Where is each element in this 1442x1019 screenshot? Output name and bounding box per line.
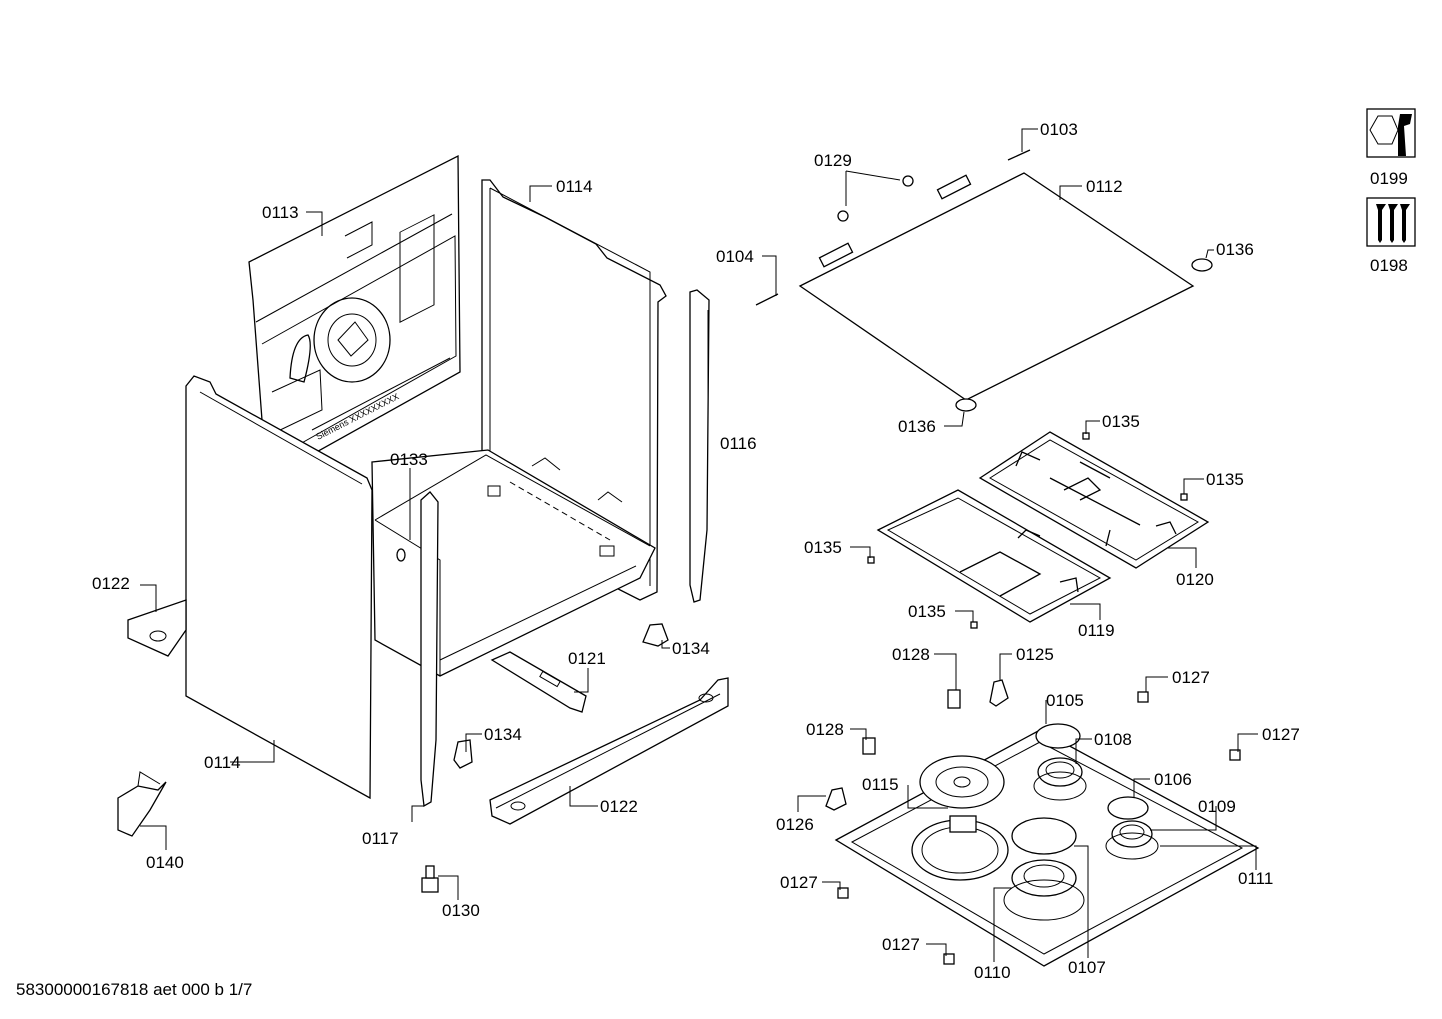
clip-0134-lower bbox=[453, 739, 473, 769]
screw-0103 bbox=[1007, 149, 1031, 161]
bumper-0136-upper bbox=[1191, 258, 1213, 272]
label-0116: 0116 bbox=[720, 434, 757, 453]
label-0114-lower: 0114 bbox=[204, 753, 241, 772]
label-0122-left: 0122 bbox=[92, 574, 130, 593]
bracket-left bbox=[127, 599, 187, 657]
label-0128-upper: 0128 bbox=[892, 645, 930, 664]
label-0121: 0121 bbox=[568, 649, 606, 668]
adjustable-foot bbox=[421, 865, 439, 893]
clip-0128-lower bbox=[862, 737, 876, 755]
label-0198: 0198 bbox=[1370, 256, 1408, 275]
label-0127-b: 0127 bbox=[1262, 725, 1300, 744]
label-0135-a: 0135 bbox=[1102, 412, 1140, 431]
label-0107: 0107 bbox=[1068, 958, 1106, 977]
label-0105: 0105 bbox=[1046, 691, 1084, 710]
bottom-tray bbox=[371, 449, 656, 677]
label-0134-lower: 0134 bbox=[484, 725, 522, 744]
screws-icon bbox=[1366, 197, 1416, 247]
slide-rail bbox=[490, 651, 587, 713]
label-0112: 0112 bbox=[1086, 177, 1123, 196]
label-0136-upper: 0136 bbox=[1216, 240, 1254, 259]
label-0119: 0119 bbox=[1078, 621, 1115, 640]
cap-0129-a bbox=[902, 175, 914, 187]
label-0136-lower: 0136 bbox=[898, 417, 936, 436]
hinge-0125 bbox=[989, 679, 1009, 707]
label-0140: 0140 bbox=[146, 853, 184, 872]
burner-0108 bbox=[1033, 757, 1087, 801]
glass-lid bbox=[798, 172, 1195, 401]
burner-cap-0107 bbox=[1011, 817, 1077, 855]
burner-cap-0105 bbox=[1035, 723, 1081, 749]
label-0114-upper: 0114 bbox=[556, 177, 593, 196]
label-0106: 0106 bbox=[1154, 770, 1192, 789]
burner-0109 bbox=[1105, 820, 1159, 860]
bracket-0140 bbox=[117, 771, 167, 837]
label-0127-c: 0127 bbox=[780, 873, 818, 892]
foot-0135-c bbox=[867, 556, 875, 564]
label-0122-right: 0122 bbox=[600, 797, 638, 816]
label-0199: 0199 bbox=[1370, 169, 1408, 188]
side-panel-left bbox=[185, 375, 373, 800]
label-0111: 0111 bbox=[1238, 869, 1273, 888]
burner-cap-0106 bbox=[1107, 796, 1149, 820]
label-0127-d: 0127 bbox=[882, 935, 920, 954]
screw-0104 bbox=[755, 293, 779, 306]
label-0103: 0103 bbox=[1040, 120, 1078, 139]
wrench-nut-icon bbox=[1366, 108, 1416, 158]
bumper-0136-lower bbox=[955, 398, 977, 412]
electric-hotplate bbox=[911, 755, 1009, 881]
label-0134-upper: 0134 bbox=[672, 639, 710, 658]
label-0113: 0113 bbox=[262, 203, 299, 222]
clip-0127-d bbox=[943, 953, 955, 965]
clip-0134-upper bbox=[642, 623, 669, 647]
pan-support-right bbox=[978, 431, 1210, 569]
clip-0127-a bbox=[1137, 691, 1149, 703]
grommet bbox=[396, 548, 406, 562]
label-0129: 0129 bbox=[814, 151, 852, 170]
burner-0110 bbox=[1003, 859, 1085, 921]
cap-0129-b bbox=[837, 210, 849, 222]
label-0120: 0120 bbox=[1176, 570, 1214, 589]
label-0128-lower: 0128 bbox=[806, 720, 844, 739]
pan-support-left bbox=[876, 489, 1112, 623]
hinge-0128-upper bbox=[947, 689, 961, 709]
label-0115: 0115 bbox=[862, 775, 899, 794]
label-0104: 0104 bbox=[716, 247, 754, 266]
label-0135-b: 0135 bbox=[1206, 470, 1244, 489]
hinge-0126 bbox=[825, 787, 847, 811]
label-0110: 0110 bbox=[974, 963, 1011, 982]
foot-0135-d bbox=[970, 621, 978, 629]
label-0117: 0117 bbox=[362, 829, 399, 848]
leader-lines bbox=[140, 128, 1258, 962]
bracket-long bbox=[489, 677, 729, 825]
part-labels: 0103 0129 0112 0104 0136 0136 0113 0114 … bbox=[92, 120, 1408, 982]
clip-0127-b bbox=[1229, 749, 1241, 761]
foot-0135-b bbox=[1180, 493, 1188, 501]
label-0135-d: 0135 bbox=[908, 602, 946, 621]
label-0135-c: 0135 bbox=[804, 538, 842, 557]
label-0126: 0126 bbox=[776, 815, 814, 834]
label-0108: 0108 bbox=[1094, 730, 1132, 749]
document-id-footer: 58300000167818 aet 000 b 1/7 bbox=[16, 980, 253, 999]
label-0109: 0109 bbox=[1198, 797, 1236, 816]
clip-0127-c bbox=[837, 887, 849, 899]
label-0133: 0133 bbox=[390, 450, 428, 469]
front-strip bbox=[420, 491, 439, 808]
label-0127-a: 0127 bbox=[1172, 668, 1210, 687]
label-0125: 0125 bbox=[1016, 645, 1054, 664]
label-0130: 0130 bbox=[442, 901, 480, 920]
rear-strip bbox=[689, 289, 710, 603]
